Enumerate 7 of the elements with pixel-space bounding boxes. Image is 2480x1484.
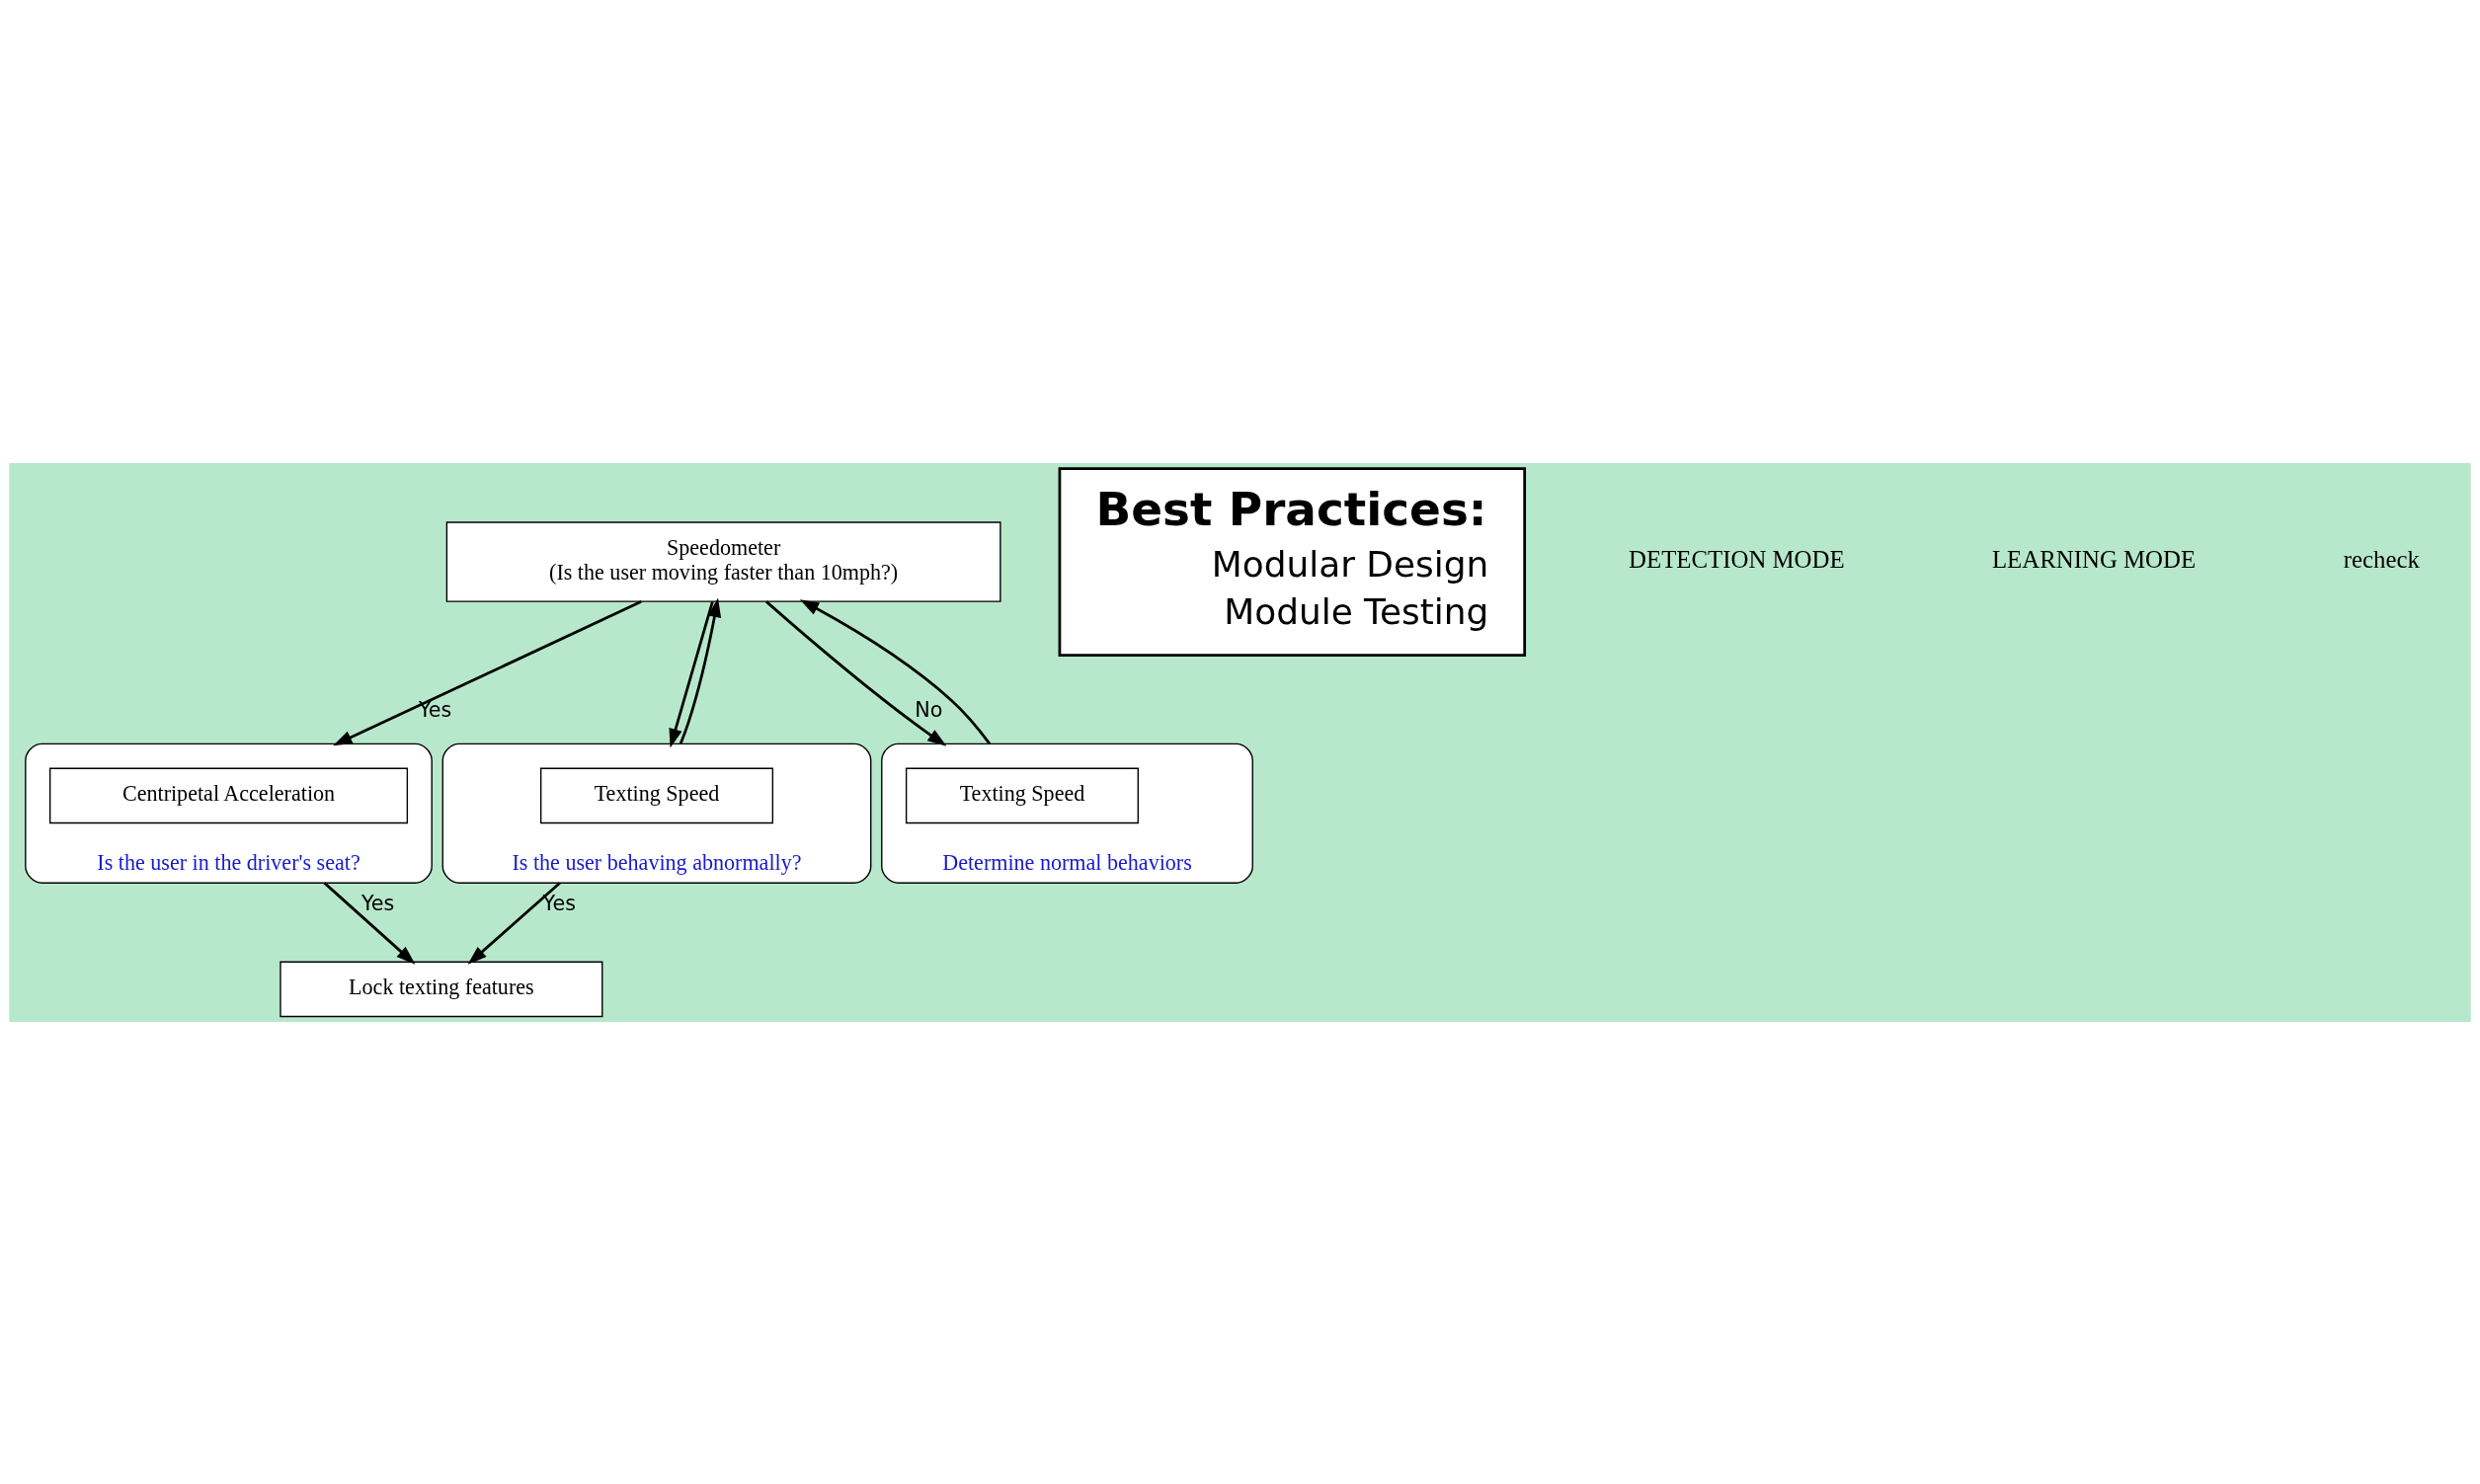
label: LEARNING MODE xyxy=(1991,545,2197,573)
edge-label: Yes xyxy=(360,891,395,915)
label: DETECTION MODE xyxy=(1629,545,1845,573)
edge-label: Yes xyxy=(418,697,452,722)
edge-label: Yes xyxy=(542,891,576,915)
label: recheck xyxy=(2343,545,2420,573)
edge-label: No xyxy=(915,697,943,722)
